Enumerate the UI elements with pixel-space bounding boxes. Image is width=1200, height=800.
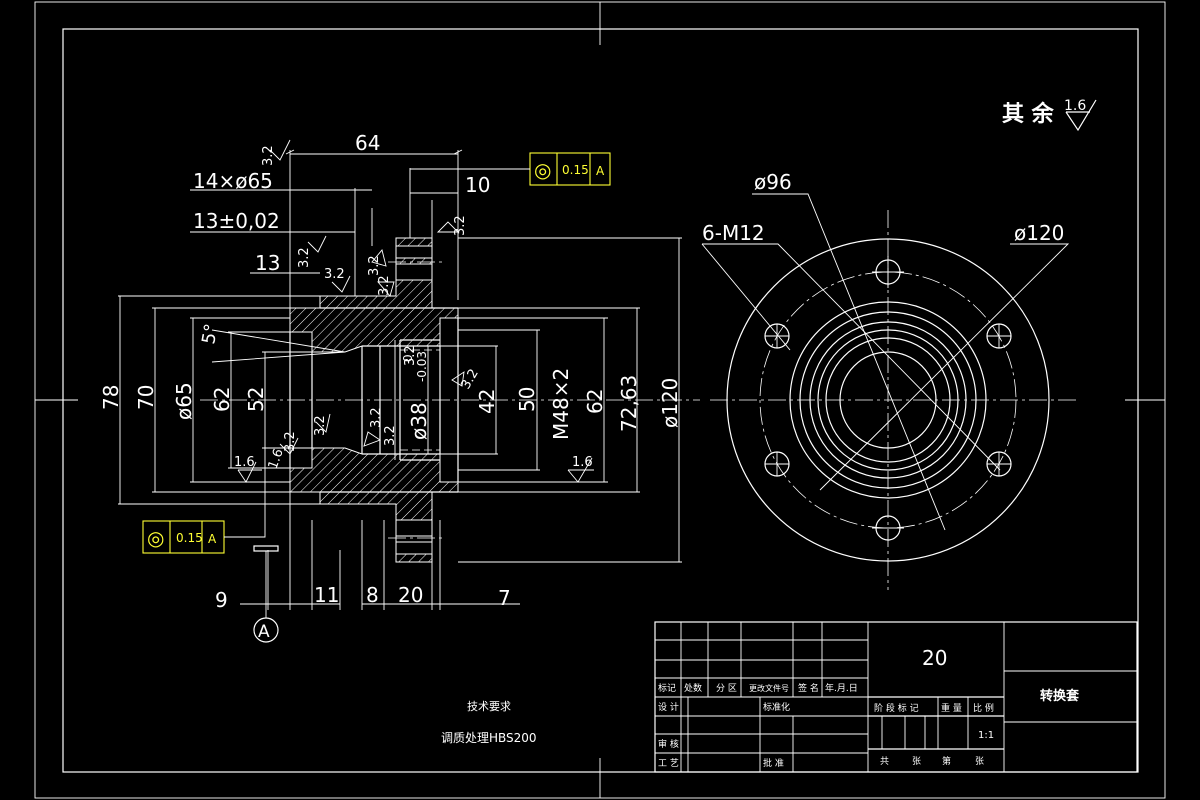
tol-left-symbol: ◎ xyxy=(147,526,164,550)
tol-top-symbol: ◎ xyxy=(534,158,551,182)
dim-120-left: ø120 xyxy=(658,378,682,428)
hatch-upper xyxy=(289,237,459,353)
roughness-2: 3.2 xyxy=(453,215,468,236)
tb-stage-mark: 阶 段 标 记 xyxy=(874,702,919,714)
datum-a-label: A xyxy=(258,622,270,642)
dim-10: 10 xyxy=(465,173,490,197)
dim-6m12: 6-M12 xyxy=(702,221,765,245)
notes-line1: 调质处理HBS200 xyxy=(441,731,537,745)
notes-title: 技术要求 xyxy=(467,700,511,713)
roughness-15: 1.6 xyxy=(572,455,593,470)
roughness-symbols: 3.2 3.2 3.2 3.2 3.2 3.2 3.2 3.2 3.2 3.2 … xyxy=(234,139,594,483)
roughness-other-label: 其 余 xyxy=(1002,101,1055,127)
tb-change-doc: 更改文件号 xyxy=(749,683,789,693)
roughness-8: 3.2 xyxy=(458,367,481,392)
roughness-10: 3.2 xyxy=(383,425,398,446)
tb-zone: 分 区 xyxy=(716,683,737,694)
tb-scale: 比 例 xyxy=(973,702,994,714)
tb-number: 第 xyxy=(942,755,951,767)
roughness-12: 3.2 xyxy=(283,431,298,452)
roughness-5: 3.2 xyxy=(367,255,382,276)
dim-8: 8 xyxy=(366,583,379,607)
dim-120-right: ø120 xyxy=(1014,221,1064,245)
hatch-lower xyxy=(289,447,459,563)
tb-standard: 标准化 xyxy=(763,701,790,713)
dim-65: ø65 xyxy=(172,382,196,420)
tb-count: 处数 xyxy=(684,682,702,694)
tb-sign: 签 名 xyxy=(798,682,819,694)
part-name: 转换套 xyxy=(1040,688,1080,704)
tolerance-frame-top: ◎ 0.15 A xyxy=(409,152,611,186)
dim-38-tol-down: -0.03 xyxy=(415,351,429,382)
dim-13: 13 xyxy=(255,251,280,275)
roughness-3: 3.2 xyxy=(297,247,312,268)
end-view-dimensions: ø96 6-M12 ø120 xyxy=(702,170,1064,245)
roughness-13: 1.6 xyxy=(234,455,255,470)
tol-left-datum: A xyxy=(208,532,217,546)
dim-96: ø96 xyxy=(754,170,792,194)
dim-11: 11 xyxy=(314,583,339,607)
roughness-7: 3.2 xyxy=(403,345,418,366)
dim-52: 52 xyxy=(244,387,268,412)
dim-78: 78 xyxy=(99,385,123,410)
roughness-4: 3.2 xyxy=(324,267,345,282)
tb-mark: 标记 xyxy=(658,682,676,694)
dimension-texts-left: 64 14×ø65 13±0,02 13 10 78 70 ø65 62 52 … xyxy=(99,131,682,612)
tb-process: 工 艺 xyxy=(658,758,679,769)
dim-62-right: 62 xyxy=(583,389,607,414)
end-view xyxy=(701,193,1076,590)
dim-72-63: 72,63 xyxy=(617,375,641,432)
tol-top-datum: A xyxy=(596,164,605,178)
dim-70: 70 xyxy=(134,385,158,410)
dim-62-left: 62 xyxy=(210,387,234,412)
drawing-frame xyxy=(34,1,1166,799)
dimension-lines-left xyxy=(118,149,682,610)
dim-64: 64 xyxy=(355,131,380,155)
tb-date: 年.月.日 xyxy=(825,682,858,694)
dim-38: ø38 xyxy=(407,402,431,440)
dim-50: 50 xyxy=(515,387,539,412)
dim-42: 42 xyxy=(475,389,499,414)
tol-top-value: 0.15 xyxy=(562,163,589,177)
roughness-1: 3.2 xyxy=(261,145,276,166)
dim-13-tol: 13±0,02 xyxy=(193,209,280,233)
roughness-6: 3.2 xyxy=(377,275,392,296)
roughness-14: 1.6 xyxy=(266,447,287,472)
tolerance-frame-left: ◎ 0.15 A xyxy=(142,448,266,554)
title-block: 20 转换套 1:1 标记 处数 分 区 更改文件号 签 名 年.月.日 设 计… xyxy=(654,621,1138,773)
roughness-9: 3.2 xyxy=(369,407,384,428)
angle-5: 5° xyxy=(198,322,222,346)
dim-38-tol-up: 0 xyxy=(401,354,415,362)
roughness-other-value: 1.6 xyxy=(1064,98,1086,114)
tb-sheet1: 张 xyxy=(912,756,921,767)
dim-m48: M48×2 xyxy=(549,368,573,440)
tb-approve: 批 准 xyxy=(763,757,784,769)
scale-value: 1:1 xyxy=(978,730,994,741)
technical-notes: 技术要求 调质处理HBS200 xyxy=(441,700,537,745)
tb-review: 审 核 xyxy=(658,738,679,750)
roughness-other: 其 余 1.6 xyxy=(1002,98,1097,132)
tb-design: 设 计 xyxy=(658,701,679,713)
dim-7: 7 xyxy=(498,586,511,610)
tb-sheet2: 张 xyxy=(975,756,984,767)
tb-total: 共 xyxy=(880,756,889,767)
part-number: 20 xyxy=(922,646,947,670)
roughness-11: 3.2 xyxy=(313,415,328,436)
dim-14x65: 14×ø65 xyxy=(193,169,273,193)
tol-left-value: 0.15 xyxy=(176,531,203,545)
datum-a: A xyxy=(253,545,279,643)
dim-9: 9 xyxy=(215,588,228,612)
tb-weight: 重 量 xyxy=(941,702,962,714)
dim-20: 20 xyxy=(398,583,423,607)
